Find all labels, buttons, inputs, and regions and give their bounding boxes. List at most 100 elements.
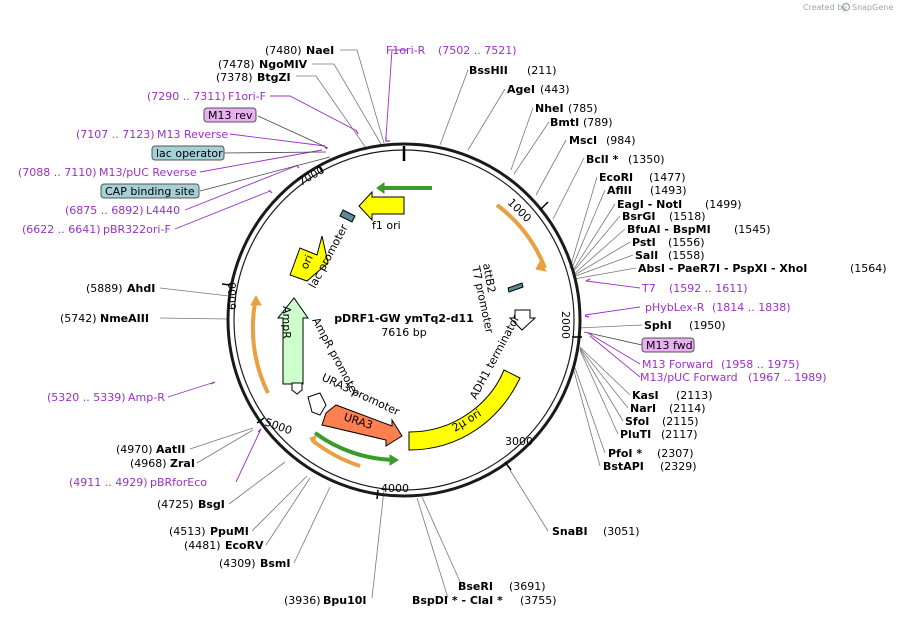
box-cap-binding-site[interactable] (100, 183, 200, 199)
marker-m13-reverse (323, 145, 328, 150)
box-m13-rev[interactable] (203, 107, 257, 123)
site-bstapi[interactable]: BstAPI (603, 460, 644, 473)
site-nari[interactable]: NarI (630, 402, 656, 415)
site-bspdi-clai[interactable]: BspDI * - ClaI * (412, 594, 503, 607)
plasmid-name: pDRF1-GW ymTq2-d11 (334, 312, 474, 325)
site-pos-ahdi: (5889) (86, 282, 123, 295)
site-ahdi[interactable]: AhdI (127, 282, 155, 295)
ticks (221, 164, 582, 500)
site-nhei[interactable]: NheI (535, 102, 564, 115)
feature-2u-ori[interactable] (408, 369, 521, 451)
primer-f1ori-r[interactable]: F1ori-R (386, 44, 426, 57)
site-agei[interactable]: AgeI (507, 83, 535, 96)
feature-ampr[interactable] (276, 297, 309, 385)
primer-m13-puc-forward[interactable]: M13/pUC Forward (640, 371, 738, 384)
site-bmti[interactable]: BmtI (550, 116, 579, 129)
feature-ampr-promoter[interactable] (291, 382, 303, 395)
leader-t7 (585, 280, 641, 289)
site-kasi[interactable]: KasI (632, 389, 659, 402)
leader-clai (416, 497, 449, 599)
leader-pfoi (574, 367, 606, 454)
primer-l4440[interactable]: L4440 (146, 204, 180, 217)
site-bsmi[interactable]: BsmI (260, 557, 291, 570)
leader-nmeaiii (159, 317, 229, 320)
site-ecorv[interactable]: EcoRV (225, 539, 264, 552)
leader-ecori (569, 176, 598, 269)
site-naei[interactable]: NaeI (306, 44, 334, 57)
leader-m13-fwd-box (583, 331, 643, 346)
site-bsrgi[interactable]: BsrGI (622, 210, 655, 223)
site-msci[interactable]: MscI (569, 134, 597, 147)
primer-m13-forward[interactable]: M13 Forward (642, 358, 713, 371)
marker-f1ori-f (355, 129, 359, 135)
leader-m13-reverse (229, 133, 326, 147)
site-snabi[interactable]: SnaBI (552, 525, 588, 538)
primer-m13-puc-reverse[interactable]: M13/pUC Reverse (99, 166, 197, 179)
primer-range-pbrforeco: (4911 .. 4929) (69, 476, 148, 489)
site-sali[interactable]: SalI (635, 249, 658, 262)
primer-pbrforeco[interactable]: pBRforEco (150, 476, 207, 489)
site-pos-nari: (2114) (669, 402, 706, 415)
leader-bpu10i (371, 489, 385, 599)
site-zrai[interactable]: ZraI (170, 457, 195, 470)
site-aflii[interactable]: AflII (607, 184, 632, 197)
primer-f1ori-f[interactable]: F1ori-F (228, 90, 266, 103)
site-btgzi[interactable]: BtgZI (257, 71, 291, 84)
primer-range-m13-puc-forward: (1967 .. 1989) (748, 371, 827, 384)
feature-ura3-promoter[interactable] (307, 392, 327, 416)
primer-phyblex-r[interactable]: pHybLex-R (645, 301, 705, 314)
site-aatii[interactable]: AatII (156, 443, 185, 456)
site-pos-aflii: (1493) (650, 184, 687, 197)
site-bsgi[interactable]: BsgI (198, 498, 225, 511)
site-pfoi[interactable]: PfoI * (608, 447, 642, 460)
site-bfuai-bspmi[interactable]: BfuAI - BspMI (627, 223, 711, 236)
feature-ura3[interactable] (321, 404, 403, 447)
site-nmeaiii[interactable]: NmeAIII (100, 312, 149, 325)
tick-label-1000: 1000 (505, 196, 534, 225)
feature-lac-operator-box[interactable] (339, 209, 356, 223)
label-f1-ori: f1 ori (372, 219, 401, 232)
feature-attb2[interactable] (507, 282, 524, 293)
site-sphi[interactable]: SphI (644, 319, 672, 332)
leader-pbr322ori-f (174, 190, 271, 230)
site-bpu10i[interactable]: Bpu10I (323, 594, 367, 607)
primer-labels: F1ori-R (7502 .. 7521) (7290 .. 7311) F1… (18, 44, 827, 489)
leader-amp-r (167, 381, 216, 398)
site-absi-xhoi[interactable]: AbsI - PaeR7I - PspXI - XhoI (638, 262, 807, 275)
box-m13-fwd[interactable] (641, 337, 695, 353)
site-ngomiv[interactable]: NgoMIV (259, 58, 308, 71)
site-bseri[interactable]: BseRI (458, 580, 493, 593)
site-bcli[interactable]: BclI * (586, 153, 619, 166)
site-pos-bseri: (3691) (509, 580, 546, 593)
box-lac-operator[interactable] (151, 145, 225, 161)
site-ppumi[interactable]: PpuMI (210, 525, 249, 538)
site-pos-nhei: (785) (568, 102, 598, 115)
green-arrow-bottom (313, 431, 396, 462)
ring-arrows (250, 182, 548, 468)
boxed-labels: M13 rev lac operator CAP binding site M1… (100, 107, 695, 353)
primer-m13-reverse[interactable]: M13 Reverse (157, 128, 228, 141)
site-pluti[interactable]: PluTI (620, 428, 651, 441)
site-sfoi[interactable]: SfoI (625, 415, 649, 428)
site-pos-kasi: (2113) (676, 389, 713, 402)
orf-arrow-left-head (250, 294, 262, 306)
site-pos-nmeaiii: (5742) (60, 312, 97, 325)
tick-3000 (504, 461, 512, 471)
primer-t7[interactable]: T7 (641, 282, 656, 295)
feature-ori[interactable] (289, 235, 329, 282)
leader-sphi (577, 324, 643, 329)
site-eagi-noti[interactable]: EagI - NotI (617, 198, 682, 211)
site-ecori[interactable]: EcoRI (599, 171, 633, 184)
feature-f1-ori[interactable] (358, 190, 405, 222)
backbone (226, 142, 582, 498)
leader-bsgi (228, 461, 286, 505)
primer-range-phyblex-r: (1814 .. 1838) (712, 301, 791, 314)
primer-range-f1ori-r: (7502 .. 7521) (438, 44, 517, 57)
primer-pbr322ori-f[interactable]: pBR322ori-F (103, 223, 171, 236)
feature-t7-promoter[interactable] (508, 309, 537, 331)
site-pos-msci: (984) (606, 134, 636, 147)
site-psti[interactable]: PstI (632, 236, 656, 249)
primer-amp-r[interactable]: Amp-R (128, 391, 165, 404)
site-bsshii[interactable]: BssHII (469, 64, 508, 77)
